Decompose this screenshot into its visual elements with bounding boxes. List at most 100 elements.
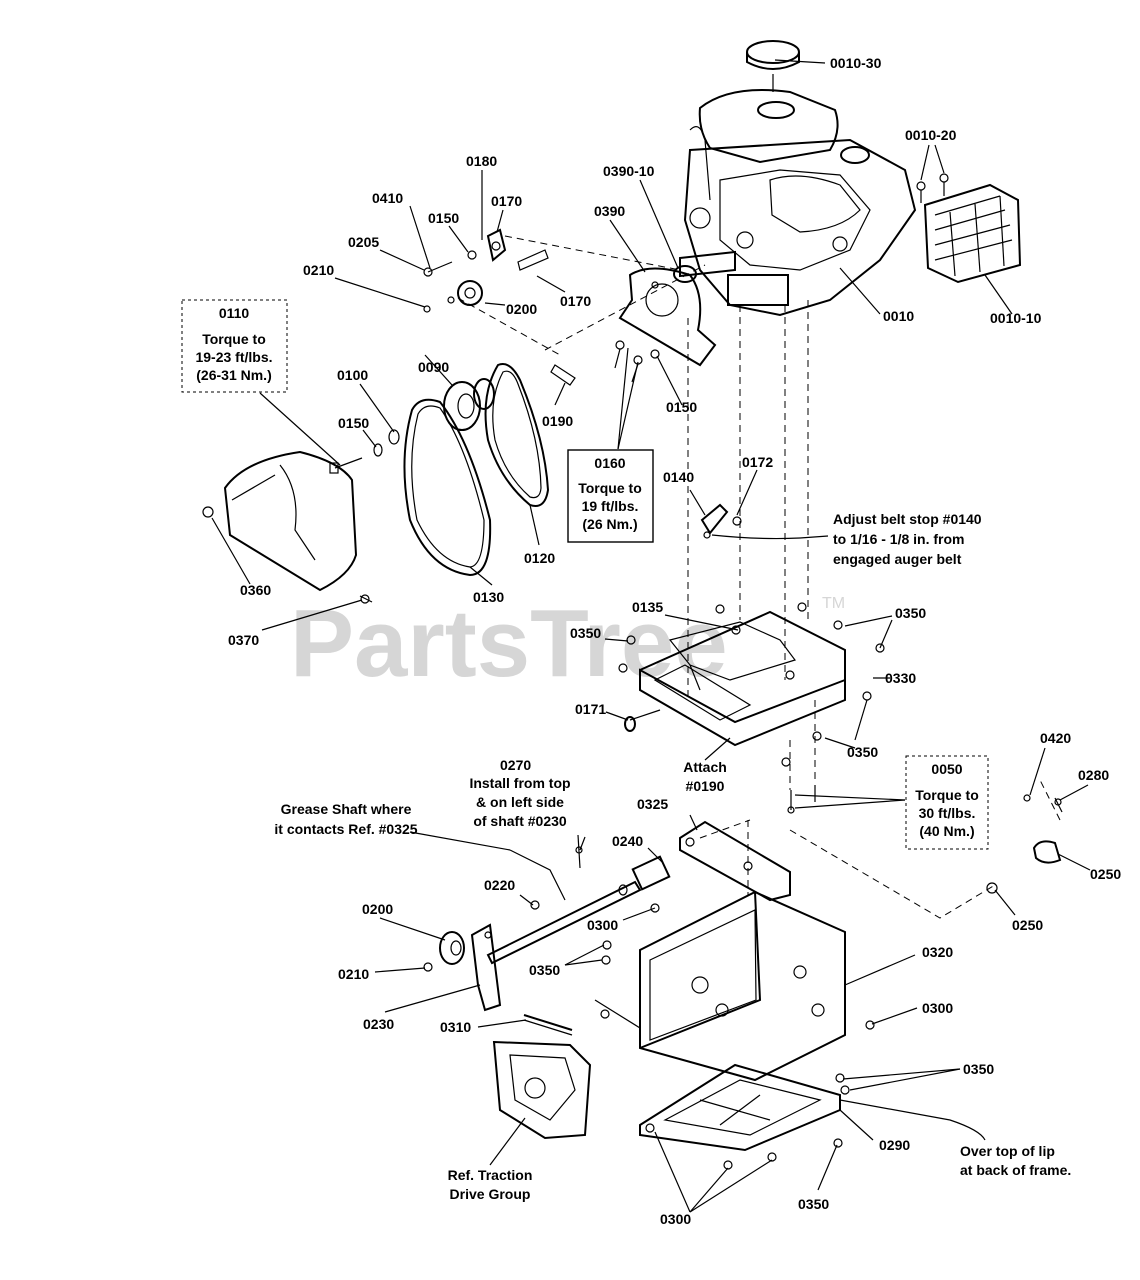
label-0300-b[interactable]: 0300 bbox=[922, 1000, 953, 1016]
label-0350-e[interactable]: 0350 bbox=[963, 1061, 994, 1077]
label-0220[interactable]: 0220 bbox=[484, 877, 515, 893]
callout-0160-id: 0160 bbox=[594, 455, 625, 471]
main-frame[interactable] bbox=[639, 890, 846, 1152]
label-0350-a[interactable]: 0350 bbox=[570, 625, 601, 641]
muffler-guard[interactable] bbox=[923, 183, 1022, 284]
callout-0160-line2: 19 ft/lbs. bbox=[582, 498, 639, 514]
label-0180[interactable]: 0180 bbox=[466, 153, 497, 169]
note-belt-stop: Adjust belt stop #0140 to 1/16 - 1/8 in.… bbox=[833, 511, 982, 567]
callout-0050[interactable]: 0050 Torque to 30 ft/lbs. (40 Nm.) bbox=[905, 755, 989, 850]
callout-0050-id: 0050 bbox=[931, 761, 962, 777]
label-0010-20[interactable]: 0010-20 bbox=[905, 127, 957, 143]
label-0010-10[interactable]: 0010-10 bbox=[990, 310, 1042, 326]
label-0250-a[interactable]: 0250 bbox=[1090, 866, 1121, 882]
label-0410[interactable]: 0410 bbox=[372, 190, 403, 206]
belt-cover[interactable] bbox=[202, 450, 373, 604]
shaft-bracket[interactable] bbox=[679, 820, 791, 902]
label-0420[interactable]: 0420 bbox=[1040, 730, 1071, 746]
label-0300-c[interactable]: 0300 bbox=[660, 1211, 691, 1227]
label-0205[interactable]: 0205 bbox=[348, 234, 379, 250]
label-0300-a[interactable]: 0300 bbox=[587, 917, 618, 933]
label-0170-a[interactable]: 0170 bbox=[491, 193, 522, 209]
label-0280[interactable]: 0280 bbox=[1078, 767, 1109, 783]
main-frame-screws bbox=[600, 903, 875, 1170]
label-0370[interactable]: 0370 bbox=[228, 632, 259, 648]
label-0270[interactable]: 0270 bbox=[500, 757, 531, 773]
label-0172[interactable]: 0172 bbox=[742, 454, 773, 470]
callout-0050-line3: (40 Nm.) bbox=[919, 823, 974, 839]
belt-guard-bracket[interactable] bbox=[618, 265, 717, 367]
label-0170-b[interactable]: 0170 bbox=[560, 293, 591, 309]
label-0140[interactable]: 0140 bbox=[663, 469, 694, 485]
part-labels: 0010-30 0010-20 0010-10 0010 0390-10 039… bbox=[228, 55, 1121, 1227]
watermark-tm: TM bbox=[822, 595, 845, 612]
label-0150-b[interactable]: 0150 bbox=[338, 415, 369, 431]
chute-crank-parts bbox=[986, 794, 1063, 894]
frame-plate-screws bbox=[618, 602, 885, 814]
callout-0110-line3: (26-31 Nm.) bbox=[196, 367, 271, 383]
note-over-top-line1: Over top of lip bbox=[960, 1143, 1055, 1159]
belts[interactable] bbox=[403, 363, 550, 577]
note-attach-line2: #0190 bbox=[686, 778, 725, 794]
note-over-top-line2: at back of frame. bbox=[960, 1162, 1071, 1178]
label-0010[interactable]: 0010 bbox=[883, 308, 914, 324]
label-0360[interactable]: 0360 bbox=[240, 582, 271, 598]
label-0130[interactable]: 0130 bbox=[473, 589, 504, 605]
label-0150-a[interactable]: 0150 bbox=[428, 210, 459, 226]
label-0120[interactable]: 0120 bbox=[524, 550, 555, 566]
label-0135[interactable]: 0135 bbox=[632, 599, 663, 615]
note-ref-traction-line1: Ref. Traction bbox=[448, 1167, 533, 1183]
label-0310[interactable]: 0310 bbox=[440, 1019, 471, 1035]
shaft[interactable] bbox=[486, 834, 671, 965]
note-install: Install from top & on left side of shaft… bbox=[469, 775, 570, 829]
label-0200-a[interactable]: 0200 bbox=[506, 301, 537, 317]
label-0150-c[interactable]: 0150 bbox=[666, 399, 697, 415]
leader-lines bbox=[211, 59, 1091, 1213]
note-attach: Attach #0190 bbox=[683, 759, 727, 794]
traction-drive[interactable] bbox=[492, 1014, 592, 1140]
label-0390[interactable]: 0390 bbox=[594, 203, 625, 219]
engine[interactable] bbox=[679, 40, 917, 317]
label-0350-b[interactable]: 0350 bbox=[895, 605, 926, 621]
label-0350-c[interactable]: 0350 bbox=[847, 744, 878, 760]
label-0230[interactable]: 0230 bbox=[363, 1016, 394, 1032]
note-belt-stop-line2: to 1/16 - 1/8 in. from bbox=[833, 531, 964, 547]
note-ref-traction: Ref. Traction Drive Group bbox=[448, 1167, 533, 1202]
label-0010-30[interactable]: 0010-30 bbox=[830, 55, 882, 71]
idler-assembly-top[interactable] bbox=[423, 228, 576, 386]
callout-0110[interactable]: 0110 Torque to 19-23 ft/lbs. (26-31 Nm.) bbox=[181, 299, 288, 393]
label-0390-10[interactable]: 0390-10 bbox=[603, 163, 655, 179]
callout-0050-line1: Torque to bbox=[915, 787, 979, 803]
note-install-line1: Install from top bbox=[469, 775, 570, 791]
callout-0160[interactable]: 0160 Torque to 19 ft/lbs. (26 Nm.) bbox=[567, 449, 654, 543]
label-0190[interactable]: 0190 bbox=[542, 413, 573, 429]
note-ref-traction-line2: Drive Group bbox=[450, 1186, 531, 1202]
label-0250-b[interactable]: 0250 bbox=[1012, 917, 1043, 933]
callout-0160-line1: Torque to bbox=[578, 480, 642, 496]
callout-0110-id: 0110 bbox=[219, 305, 250, 321]
label-0290[interactable]: 0290 bbox=[879, 1137, 910, 1153]
callout-0050-line2: 30 ft/lbs. bbox=[919, 805, 976, 821]
label-0330[interactable]: 0330 bbox=[885, 670, 916, 686]
label-0100[interactable]: 0100 bbox=[337, 367, 368, 383]
label-0350-d[interactable]: 0350 bbox=[529, 962, 560, 978]
label-0200-b[interactable]: 0200 bbox=[362, 901, 393, 917]
label-0320[interactable]: 0320 bbox=[922, 944, 953, 960]
belt-stop[interactable] bbox=[700, 503, 742, 539]
idler-assembly-lower[interactable] bbox=[423, 900, 540, 1012]
label-0210-a[interactable]: 0210 bbox=[303, 262, 334, 278]
label-0350-f[interactable]: 0350 bbox=[798, 1196, 829, 1212]
label-0090[interactable]: 0090 bbox=[418, 359, 449, 375]
callout-0110-line2: 19-23 ft/lbs. bbox=[195, 349, 272, 365]
label-0325[interactable]: 0325 bbox=[637, 796, 668, 812]
label-0240[interactable]: 0240 bbox=[612, 833, 643, 849]
callout-0110-line1: Torque to bbox=[202, 331, 266, 347]
note-grease-line2: it contacts Ref. #0325 bbox=[274, 821, 417, 837]
label-0171[interactable]: 0171 bbox=[575, 701, 606, 717]
label-0210-b[interactable]: 0210 bbox=[338, 966, 369, 982]
note-belt-stop-line1: Adjust belt stop #0140 bbox=[833, 511, 982, 527]
note-grease: Grease Shaft where it contacts Ref. #032… bbox=[274, 801, 417, 837]
note-install-line2: & on left side bbox=[476, 794, 564, 810]
pulley-bolt bbox=[329, 429, 400, 474]
